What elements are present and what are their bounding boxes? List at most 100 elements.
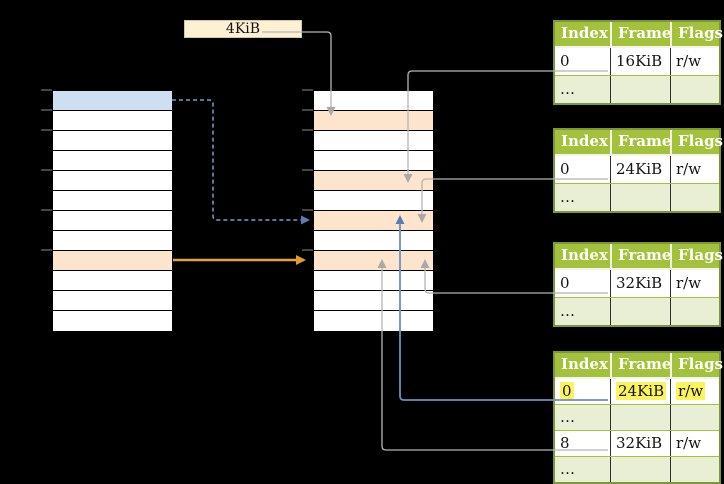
table-cell: … (555, 184, 610, 211)
table-cell (670, 76, 719, 103)
virtual-memory-column-row-1 (53, 111, 172, 131)
table-cell: … (555, 405, 610, 430)
physical-memory-column-row-9 (314, 271, 433, 291)
column-header-flags: Flags (670, 353, 723, 377)
physical-memory-column-row-4 (314, 171, 433, 191)
column-header-frame: Frame (610, 22, 671, 46)
page-size-label: 4KiB (184, 20, 302, 38)
cell-text: … (560, 408, 575, 426)
physical-memory-column-row-6 (314, 211, 433, 231)
virtual-memory-column-row-9 (53, 271, 172, 291)
physical-memory-column-row-3 (314, 151, 433, 171)
virtual-memory-column-row-2 (53, 131, 172, 151)
column-header-frame: Frame (610, 353, 671, 377)
cell-text: 24KiB (616, 382, 667, 400)
table-row: 0 32KiB r/w (555, 270, 719, 297)
cell-text: … (560, 460, 575, 478)
cell-text: … (560, 188, 575, 206)
table-cell (610, 184, 670, 211)
table-cell: 32KiB (610, 431, 670, 456)
cell-text: 32KiB (616, 274, 663, 292)
physical-memory-column-row-10 (314, 291, 433, 311)
column-header-index: Index (561, 132, 608, 150)
table-cell: 16KiB (610, 48, 670, 75)
virtual-address-ticks (41, 89, 52, 251)
table-cell (670, 184, 719, 211)
table-cell (610, 457, 670, 482)
table-cell (670, 298, 719, 325)
virtual-memory-column-row-8 (53, 251, 172, 271)
table-cell: r/w (670, 270, 719, 297)
physical-memory-column-row-7 (314, 231, 433, 251)
table-cell (610, 76, 670, 103)
cell-text: r/w (676, 274, 702, 292)
physical-memory-column-row-8 (314, 251, 433, 271)
cell-text: … (560, 80, 575, 98)
cell-text: 0 (560, 382, 574, 400)
table-cell (670, 405, 719, 430)
table-cell: r/w (670, 48, 719, 75)
virtual-memory-column-row-0 (53, 91, 172, 111)
page-size-label-text: 4KiB (225, 21, 261, 37)
table-row: 0 16KiB r/w (555, 48, 719, 75)
table-row: … (555, 75, 719, 103)
table-cell: r/w (670, 156, 719, 183)
table-cell: 0 (555, 156, 610, 183)
cell-text: 32KiB (616, 434, 663, 452)
cell-text: 0 (560, 52, 570, 70)
virtual-memory-column (52, 90, 173, 332)
column-header-frame: Frame (610, 244, 671, 268)
virtual-memory-column-row-7 (53, 231, 172, 251)
virtual-memory-column-row-6 (53, 211, 172, 231)
virtual-memory-column-row-11 (53, 311, 172, 331)
physical-memory-column (313, 90, 434, 332)
table-cell: 24KiB (610, 379, 670, 404)
table-cell: … (555, 76, 610, 103)
table-row: 0 24KiB r/w (555, 156, 719, 183)
table-row: 8 32KiB r/w (555, 430, 719, 456)
physical-memory-column-row-11 (314, 311, 433, 331)
table-row: … (555, 404, 719, 430)
cell-text: 24KiB (616, 160, 663, 178)
physical-address-ticks (302, 89, 313, 251)
table-cell: 8 (555, 431, 610, 456)
physical-memory-column-row-5 (314, 191, 433, 211)
physical-memory-column-row-0 (314, 91, 433, 111)
virtual-memory-column-row-4 (53, 171, 172, 191)
table-cell: 32KiB (610, 270, 670, 297)
table-cell (670, 457, 719, 482)
virtual-memory-column-row-10 (53, 291, 172, 311)
table-row: … (555, 297, 719, 325)
table-cell (610, 405, 670, 430)
column-header-flags: Flags (670, 22, 723, 46)
table-row: … (555, 456, 719, 482)
table-cell: 24KiB (610, 156, 670, 183)
column-header-index: Index (561, 355, 608, 373)
physical-memory-column-row-2 (314, 131, 433, 151)
table-cell: 0 (555, 379, 610, 404)
cell-text: r/w (676, 160, 702, 178)
physical-memory-column-row-1 (314, 111, 433, 131)
cell-text: 0 (560, 274, 570, 292)
table-cell: r/w (670, 431, 719, 456)
cell-text: 0 (560, 160, 570, 178)
column-header-flags: Flags (670, 244, 723, 268)
column-header-index: Index (561, 246, 608, 264)
virtual-memory-column-row-3 (53, 151, 172, 171)
cell-text: r/w (676, 52, 702, 70)
column-header-frame: Frame (610, 130, 671, 154)
column-header-index: Index (561, 24, 608, 42)
cell-text: 16KiB (616, 52, 663, 70)
column-header-flags: Flags (670, 130, 723, 154)
table-cell (610, 298, 670, 325)
